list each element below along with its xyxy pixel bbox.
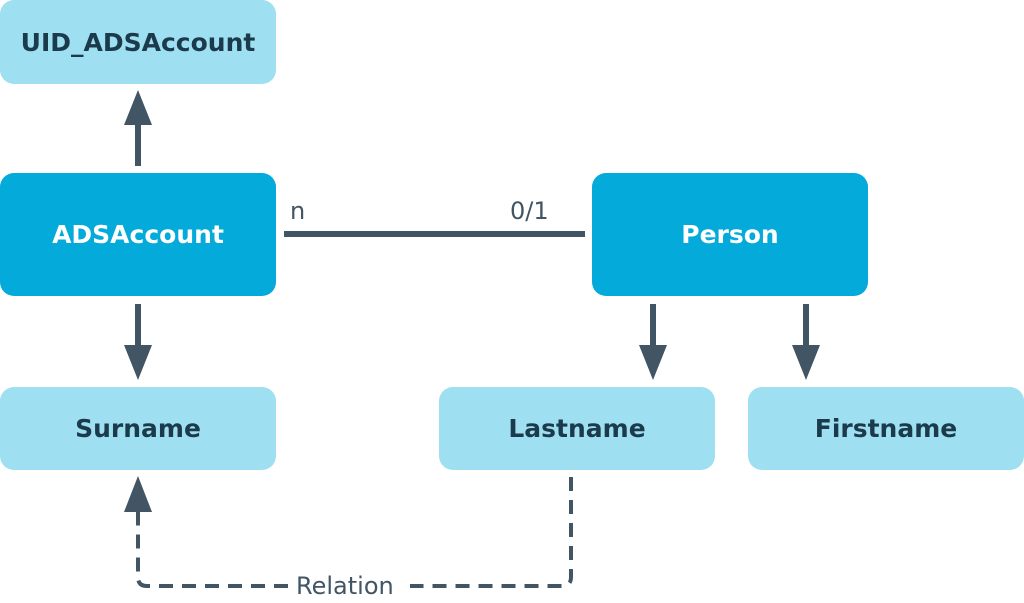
node-surname: Surname xyxy=(0,387,276,470)
arrow-person-to-lastname-head xyxy=(639,345,667,380)
arrow-adsaccount-to-uid-head xyxy=(124,90,152,125)
node-lastname: Lastname xyxy=(439,387,715,470)
node-person: Person xyxy=(592,173,868,296)
node-adsaccount: ADSAccount xyxy=(0,173,276,296)
arrow-adsaccount-to-surname-head xyxy=(124,345,152,380)
arrow-person-to-firstname-head xyxy=(792,345,820,380)
node-person-label: Person xyxy=(681,220,779,249)
node-uid-adsaccount: UID_ADSAccount xyxy=(0,0,276,84)
relation-path-right xyxy=(410,477,573,588)
node-firstname-label: Firstname xyxy=(814,414,958,443)
node-adsaccount-label: ADSAccount xyxy=(52,220,224,249)
multiplicity-right: 0/1 xyxy=(510,197,549,225)
node-surname-label: Surname xyxy=(75,414,201,443)
relation-path-left xyxy=(136,512,288,588)
node-uid-adsaccount-label: UID_ADSAccount xyxy=(20,27,256,57)
multiplicity-left: n xyxy=(290,197,306,225)
relation-label: Relation xyxy=(296,572,394,600)
node-firstname: Firstname xyxy=(748,387,1024,470)
relation-arrow-head xyxy=(124,476,152,512)
node-lastname-label: Lastname xyxy=(508,414,646,443)
